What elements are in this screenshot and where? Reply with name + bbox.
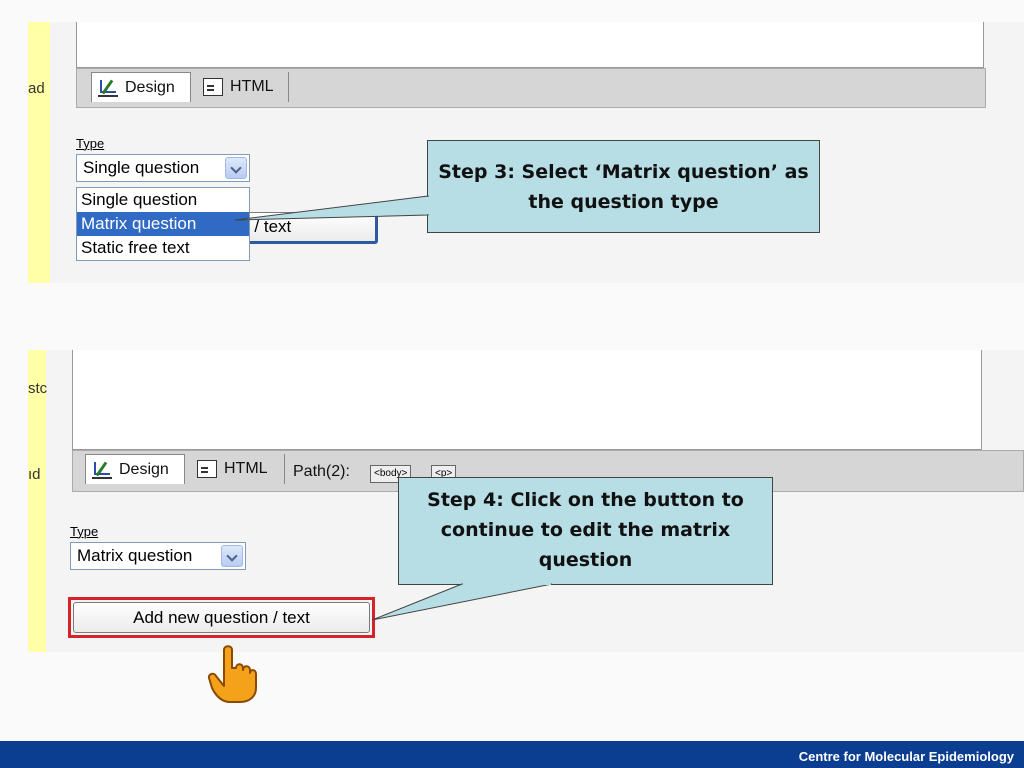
step3-tab-design[interactable]: Design [91,72,191,102]
step3-editor-area[interactable] [76,22,984,68]
html-icon [203,78,223,96]
step4-type-select[interactable]: Matrix question [70,542,246,570]
chevron-down-icon[interactable] [225,157,247,179]
step3-callout-text: Step 3: Select ‘Matrix question’ as the … [438,161,809,213]
step3-type-select-value: Single question [83,158,200,177]
step4-type-select-value: Matrix question [77,546,193,565]
step3-callout-pointer [234,195,429,221]
step3-type-label: Type [76,136,105,151]
step3-editor-tabbar: Design HTML [76,68,986,108]
step3-side-label: ad [28,80,45,97]
add-new-question-button[interactable]: Add new question / text [73,602,370,633]
add-button-highlight [68,597,375,638]
option-matrix-question[interactable]: Matrix question [77,212,249,236]
step3-type-dropdown: Single question Matrix question Static f… [76,187,250,261]
design-icon [98,79,118,97]
step4-editor-area[interactable] [72,350,982,450]
step3-left-bar [28,22,50,283]
footer-bar: Centre for Molecular Epidemiology [0,741,1024,768]
html-icon [197,460,217,478]
step4-callout-text: Step 4: Click on the button to continue … [427,489,744,571]
step4-path-label: Path(2): [293,463,350,480]
add-new-question-button-label: Add new question / text [133,608,310,627]
hand-pointer-icon [207,645,257,703]
option-single-question[interactable]: Single question [81,190,198,209]
step3-tab-design-label: Design [125,78,175,96]
step4-callout-pointer [371,583,553,621]
step4-left-bar [28,350,46,652]
chevron-down-icon[interactable] [221,545,243,567]
design-icon [92,461,112,479]
step4-side-label-top: stc [28,380,48,397]
step4-type-label: Type [70,524,99,539]
step4-tab-html[interactable]: HTML [191,454,285,484]
step4-side-label-bottom: ıd [28,466,41,483]
option-static-free-text[interactable]: Static free text [81,238,190,257]
step3-tab-html[interactable]: HTML [197,72,289,102]
step3-tab-html-label: HTML [230,78,274,95]
step4-tab-design-label: Design [119,460,169,478]
step3-callout: Step 3: Select ‘Matrix question’ as the … [427,140,820,233]
step4-tab-design[interactable]: Design [85,454,185,484]
step4-tab-html-label: HTML [224,460,268,477]
step4-callout: Step 4: Click on the button to continue … [398,477,773,585]
footer-text: Centre for Molecular Epidemiology [798,749,1014,764]
step3-type-select[interactable]: Single question [76,154,250,182]
